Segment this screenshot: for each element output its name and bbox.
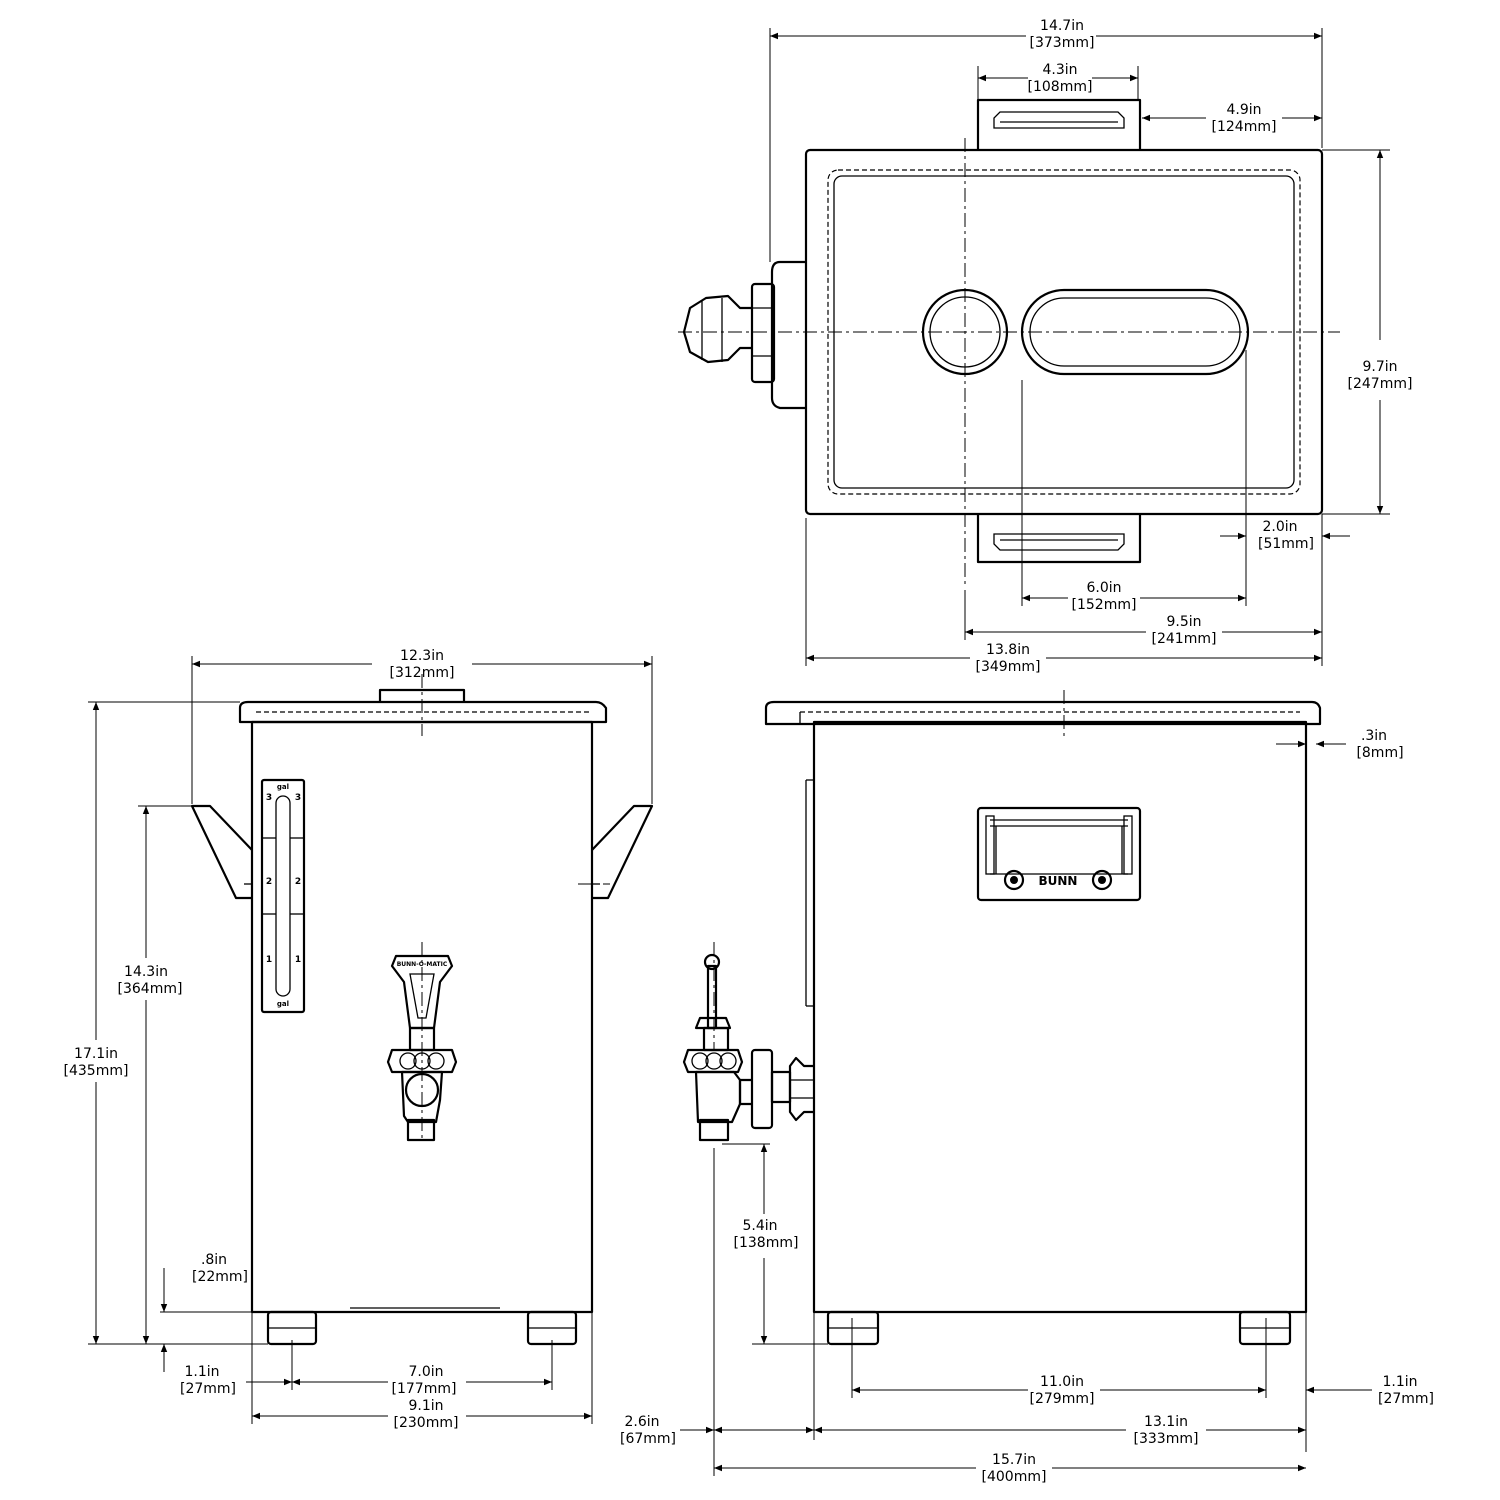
control-knob-left [1003,869,1025,891]
side-view-faucet [682,953,814,1142]
dim-body-width-mm: [349mm] [976,659,1041,675]
front-view-handle-left [190,804,253,900]
dim-center-to-edge-mm: [241mm] [1152,631,1217,647]
side-view: BUNN [682,690,1322,1476]
dim-faucet-reach-mm: [67mm] [620,1431,676,1447]
dim-overall-width-mm: [373mm] [1030,35,1095,51]
dim-handles-width-mm: [312mm] [390,665,455,681]
dim-base-gap-in: .8in [201,1252,227,1268]
side-view-lid [764,700,1322,726]
gauge-mark-gal-bottom: gal [277,1000,289,1008]
dim-foot-inset-in: 1.1in [184,1364,219,1380]
dim-edge-to-lid-mm: [51mm] [1258,536,1314,552]
dimension-labels: 14.7in [373mm] 4.3in [108mm] 4.9in [124m… [64,18,1434,1485]
top-view-faucet-knob [682,294,752,364]
side-view-body [812,720,1308,1314]
gauge-mark-2-left: 2 [266,877,272,887]
gauge-mark-1-right: 1 [295,955,301,965]
control-knob-right [1091,869,1113,891]
dim-handle-offset-in: 4.9in [1226,102,1261,118]
dim-lid-width-mm: [152mm] [1072,597,1137,613]
dim-overall-depth-mm: [400mm] [982,1469,1047,1485]
top-view [678,28,1390,666]
control-panel: BUNN [976,806,1142,902]
dim-center-to-edge-in: 9.5in [1166,614,1201,630]
dim-side-feet-spacing-mm: [279mm] [1030,1391,1095,1407]
dim-body-width-in: 13.8in [986,642,1030,658]
front-view-handle-right [591,804,654,900]
dim-handle-offset-mm: [124mm] [1212,119,1277,135]
dim-handles-width-in: 12.3in [400,648,444,664]
dim-base-gap-mm: [22mm] [192,1269,248,1285]
dim-faucet-reach-in: 2.6in [624,1414,659,1430]
gauge-mark-1-left: 1 [266,955,272,965]
dim-front-body-width-in: 9.1in [408,1398,443,1414]
dim-handle-width-mm: [108mm] [1028,79,1093,95]
dim-side-foot-inset-mm: [27mm] [1378,1391,1434,1407]
dimension-lines [92,32,1384,1472]
dim-overall-height-mm: [435mm] [64,1063,129,1079]
dim-handle-width-in: 4.3in [1042,62,1077,78]
dim-overall-height-in: 17.1in [74,1046,118,1062]
dim-edge-to-lid-in: 2.0in [1262,519,1297,535]
gauge-mark-3-right: 3 [295,793,301,803]
dim-side-feet-spacing-in: 11.0in [1040,1374,1084,1390]
dim-lid-overhang-in: .3in [1361,728,1387,744]
dim-depth-mm: [247mm] [1348,376,1413,392]
gauge-mark-3-left: 3 [266,793,272,803]
dim-front-body-width-mm: [230mm] [394,1415,459,1431]
dim-overall-depth-in: 15.7in [992,1452,1036,1468]
dim-lid-width-in: 6.0in [1086,580,1121,596]
dim-foot-inset-mm: [27mm] [180,1381,236,1397]
side-view-feet [826,1310,1292,1346]
front-view-feet [266,1310,578,1346]
faucet-brand-label: BUNN-O-MATIC [397,961,448,968]
brand-label: BUNN [1039,874,1078,888]
dim-faucet-height-mm: [138mm] [734,1235,799,1251]
dim-feet-spacing-in: 7.0in [408,1364,443,1380]
dim-handle-height-mm: [364mm] [118,981,183,997]
dim-body-depth-mm: [333mm] [1134,1431,1199,1447]
dim-side-foot-inset-in: 1.1in [1382,1374,1417,1390]
sight-gauge [260,778,306,1014]
dim-lid-overhang-mm: [8mm] [1356,745,1403,761]
dim-body-depth-in: 13.1in [1144,1414,1188,1430]
top-view-handle-bottom [976,514,1142,564]
top-view-handle-top [976,98,1142,150]
dim-overall-width-in: 14.7in [1040,18,1084,34]
gauge-mark-2-right: 2 [295,877,301,887]
gauge-mark-gal-top: gal [277,783,289,791]
front-view: gal 3 3 2 2 1 1 gal BUNN-O-MATIC [88,656,654,1424]
dim-faucet-height-in: 5.4in [742,1218,777,1234]
front-view-lid [238,700,608,724]
front-view-body [250,720,594,1314]
dim-handle-height-in: 14.3in [124,964,168,980]
dim-feet-spacing-mm: [177mm] [392,1381,457,1397]
dim-depth-in: 9.7in [1362,359,1397,375]
